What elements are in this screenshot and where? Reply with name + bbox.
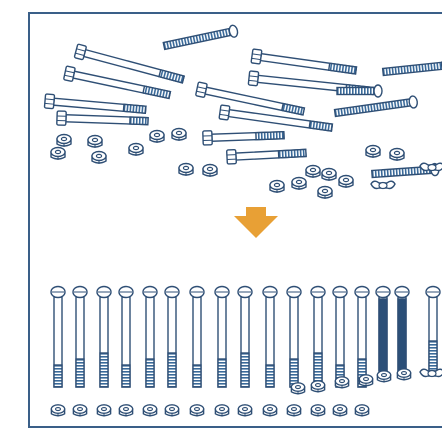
hex-nut-icon [50, 404, 66, 417]
hex-nut-icon [334, 376, 350, 389]
bolt-icon [425, 285, 441, 372]
bolt-icon [56, 110, 149, 126]
bolt-icon [164, 285, 180, 388]
bolt-icon [226, 148, 307, 165]
hex-nut-icon [269, 179, 285, 193]
bolt-icon [262, 285, 278, 388]
bolt-icon [381, 58, 442, 77]
bolt-icon [333, 95, 418, 118]
bolt-icon [332, 285, 348, 388]
hex-nut-icon [50, 146, 66, 160]
hex-nut-icon [237, 404, 253, 417]
bolt-icon [237, 285, 253, 388]
bolt-icon [286, 285, 302, 388]
hex-nut-icon [214, 404, 230, 417]
hex-nut-icon [310, 380, 326, 393]
hex-nut-icon [128, 142, 144, 156]
hex-nut-icon [389, 147, 405, 161]
hex-nut-icon [317, 185, 333, 199]
hex-nut-icon [171, 127, 187, 141]
bolt-icon [72, 285, 88, 388]
wing-nut-icon [419, 162, 442, 172]
hex-nut-icon [338, 174, 354, 188]
bolt-icon [394, 285, 410, 372]
bolt-icon [214, 285, 230, 388]
hex-nut-icon [291, 176, 307, 190]
bolt-icon [354, 285, 370, 388]
bolt-icon [73, 43, 186, 84]
bolt-icon [310, 285, 326, 388]
hex-nut-icon [56, 133, 72, 147]
bolt-icon [202, 130, 285, 146]
hex-nut-icon [321, 167, 337, 181]
hex-nut-icon [290, 382, 306, 395]
hex-nut-icon [164, 404, 180, 417]
bolt-icon [189, 285, 205, 388]
bolt-icon [50, 285, 66, 388]
hex-nut-icon [310, 404, 326, 417]
bolt-icon [250, 48, 358, 75]
hex-nut-icon [118, 404, 134, 417]
hex-nut-icon [87, 134, 103, 148]
hex-nut-icon [305, 164, 321, 178]
hex-nut-icon [149, 129, 165, 143]
hex-nut-icon [142, 404, 158, 417]
unsorted-hardware-pile [43, 24, 442, 199]
bolt-icon [375, 285, 391, 372]
hex-nut-icon [358, 374, 374, 387]
hex-nut-icon [332, 404, 348, 417]
bolt-icon [142, 285, 158, 388]
hex-nut-icon [396, 368, 412, 381]
hex-nut-icon [91, 150, 107, 164]
hex-nut-icon [96, 404, 112, 417]
hex-nut-icon [262, 404, 278, 417]
hex-nut-icon [178, 162, 194, 176]
bolt-icon [63, 65, 172, 100]
hex-nut-icon [189, 404, 205, 417]
bolt-icon [43, 93, 147, 114]
down-arrow-icon [234, 207, 278, 238]
bolt-icon [195, 81, 306, 116]
wing-nut-icon [370, 180, 396, 190]
hex-nut-icon [376, 370, 392, 383]
bolt-icon [336, 84, 383, 98]
hex-nut-icon [202, 163, 218, 177]
sorted-hardware-rows [50, 285, 442, 417]
wing-nut-icon [419, 368, 442, 378]
bolt-icon [96, 285, 112, 388]
bolt-icon [118, 285, 134, 388]
bolt-icon [162, 24, 239, 51]
hex-nut-icon [72, 404, 88, 417]
hex-nut-icon [286, 404, 302, 417]
bolt-icon [218, 104, 334, 132]
hex-nut-icon [354, 404, 370, 417]
hex-nut-icon [365, 144, 381, 158]
